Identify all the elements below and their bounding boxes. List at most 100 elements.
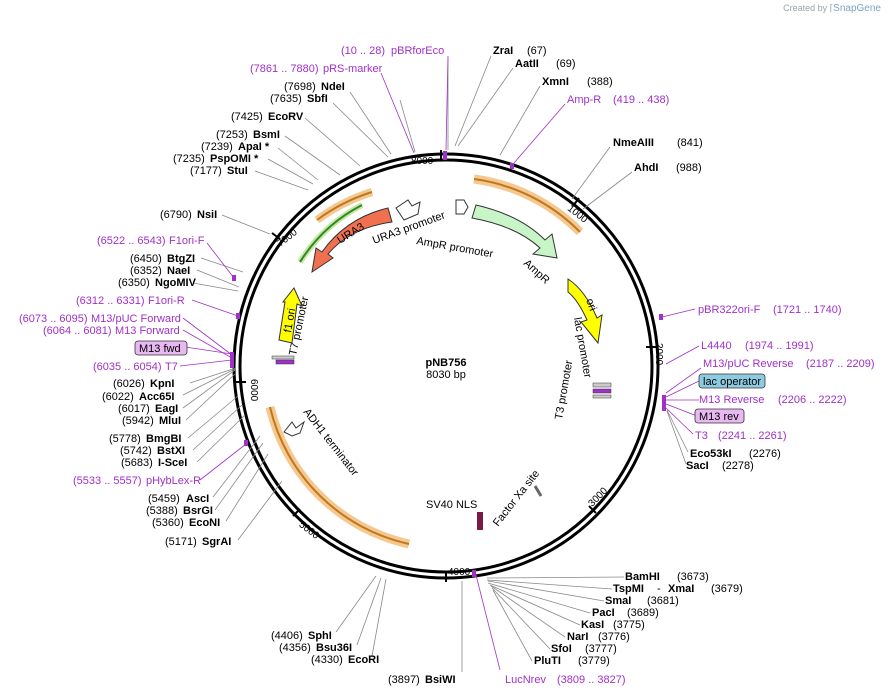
leader-line xyxy=(182,368,236,396)
t7-name: T7 xyxy=(165,361,178,373)
bamhi-pos: (3673) xyxy=(677,571,709,583)
kpni-pos: (6026) xyxy=(113,378,145,390)
primer-mark-pbrforeco xyxy=(443,151,447,160)
plasmid-length: 8030 bp xyxy=(426,369,466,381)
zrai-pos: (67) xyxy=(527,45,547,57)
leader-line xyxy=(212,435,261,498)
apai-name: ApaI * xyxy=(238,141,270,153)
m13-forward-pos: (6064 .. 6081) xyxy=(43,325,112,337)
bsiwi-pos: (3897) xyxy=(388,674,420,686)
highlight-arc-ura3-promoter-line xyxy=(316,191,373,221)
leader-lines xyxy=(182,55,689,672)
asci-pos: (5459) xyxy=(148,493,180,505)
f1ori-f-name: F1ori-F xyxy=(169,235,205,247)
ecorv-pos: (7425) xyxy=(231,111,263,123)
bsu36i-pos: (4356) xyxy=(279,642,311,654)
primer-leader-line xyxy=(665,367,702,394)
naei-name: NaeI xyxy=(167,265,190,277)
tick-label-5000: 5000 xyxy=(297,519,322,542)
lac-operator-box xyxy=(698,373,766,389)
bsrgi-pos: (5388) xyxy=(146,505,178,517)
btgzi-name: BtgZI xyxy=(167,253,195,265)
phyblex-pos: (5533 .. 5557) xyxy=(73,475,142,487)
stui-pos: (7177) xyxy=(190,165,222,177)
leader-line xyxy=(399,99,416,153)
factor-xa-label: Factor Xa site xyxy=(491,468,542,529)
leader-line xyxy=(237,480,283,541)
leader-line xyxy=(214,442,264,511)
kasi-name: KasI xyxy=(581,619,604,631)
leader-line xyxy=(267,158,314,185)
bsrgi-name: BsrGI xyxy=(183,505,213,517)
l4440-name: L4440 xyxy=(701,340,732,352)
leader-line xyxy=(666,409,689,453)
eagi-pos: (6017) xyxy=(118,403,150,415)
saci-pos: (2278) xyxy=(722,460,754,472)
highlight-arc-ampr-line xyxy=(473,178,581,233)
leader-line xyxy=(284,135,341,176)
nmeaiii-name: NmeAIII xyxy=(613,137,654,149)
sgrai-name: SgrAI xyxy=(202,536,231,548)
leader-line xyxy=(189,367,237,384)
tspmi-pos: (3679) xyxy=(711,583,743,595)
adh1-terminator-label: ADH1 terminator xyxy=(301,406,361,478)
ori-label: ori xyxy=(583,297,598,313)
leader-line xyxy=(666,410,687,465)
ori-feature xyxy=(567,278,603,345)
primer-leader-line xyxy=(665,407,694,435)
aatii-name: AatII xyxy=(515,58,539,70)
nari-name: NarI xyxy=(567,631,588,643)
mcs-left-stripe-1 xyxy=(271,355,295,360)
leader-line xyxy=(254,170,309,191)
m13-fwd-box-name: M13 fwd xyxy=(139,343,181,355)
leader-line xyxy=(486,579,613,590)
pluti-name: PluTI xyxy=(534,655,561,667)
eco53ki-pos: (2276) xyxy=(749,448,781,460)
eagi-name: EagI xyxy=(155,403,178,415)
kpni-name: KpnI xyxy=(150,378,174,390)
mcs-left-stripe-2 xyxy=(275,359,295,365)
tspmi-name: TspMI xyxy=(613,583,644,595)
mcs-right-stripe-2 xyxy=(592,388,612,394)
leader-line xyxy=(486,576,625,579)
ahdi-name: AhdI xyxy=(634,162,658,174)
highlight-arc-ampr xyxy=(473,174,584,236)
ampr-promoter-label: AmpR promoter xyxy=(415,235,494,260)
mcs-right-stripe-1 xyxy=(592,382,612,388)
econi-pos: (5360) xyxy=(152,517,184,529)
leader-line xyxy=(200,257,244,273)
adh1-terminator-arrow xyxy=(283,420,306,437)
f1-ori-label: f1 ori xyxy=(282,307,298,333)
pbr322ori-name: pBR322ori-F xyxy=(698,304,761,316)
primer-leader-line xyxy=(661,308,696,318)
eco53ki-name: Eco53kI xyxy=(690,448,732,460)
xmai-name: XmaI xyxy=(668,583,694,595)
bmgbi-pos: (5778) xyxy=(109,433,141,445)
leader-line xyxy=(335,575,377,633)
f1-ori-feature xyxy=(278,287,303,344)
mcs-left xyxy=(271,355,295,365)
tick-label-4000: 4000 xyxy=(448,567,471,578)
ampr-promoter-arrow xyxy=(455,199,469,215)
f1ori-r-name: F1ori-R xyxy=(148,295,185,307)
primer-leader-line xyxy=(182,317,233,356)
ngomiv-name: NgoMIV xyxy=(155,277,197,289)
primer-leader-line xyxy=(184,346,233,355)
t3-promoter-label: T3 promoter xyxy=(553,359,575,420)
leader-line xyxy=(356,577,382,646)
bmgbi-name: BmgBI xyxy=(146,433,181,445)
ampr-label: AmpR xyxy=(521,257,552,286)
bstxi-name: BstXI xyxy=(157,445,185,457)
leader-line xyxy=(499,85,541,156)
primer-leader-line xyxy=(475,574,501,671)
l4440-pos: (1974 .. 1991) xyxy=(745,340,814,352)
paci-pos: (3689) xyxy=(627,607,659,619)
nsii-name: NsiI xyxy=(197,209,217,221)
mcs-right-stripe-3 xyxy=(592,394,612,399)
m13-rev-box xyxy=(694,408,745,424)
bsmi-pos: (7253) xyxy=(216,129,248,141)
m13puc-rev-name: M13/pUC Reverse xyxy=(703,358,793,370)
aatii-pos: (69) xyxy=(556,58,576,70)
bsu36i-name: Bsu36I xyxy=(316,642,352,654)
